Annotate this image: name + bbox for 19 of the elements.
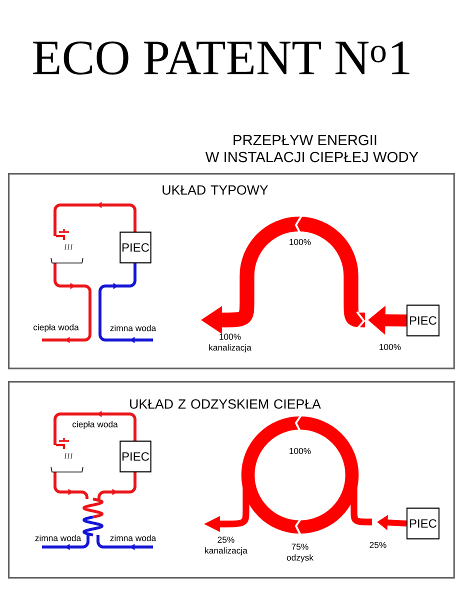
text-label: 100% [290,238,311,246]
furnace-box: PIEC [120,232,152,264]
text-label: 25% [370,542,386,548]
text-label: W INSTALACJI CIEPŁEJ WODY [205,152,418,162]
text-label: ciepła woda [34,324,79,332]
text-label: 25% kanalizacja [205,536,248,556]
text-label: 75% odzysk [286,544,314,562]
text-label: 100% [290,448,311,454]
text-label: 100% [380,344,401,350]
title: ECO PATENT N$^{o}$1 [33,41,410,75]
text-label: 100% kanalizacja [209,334,252,352]
furnace-box: PIEC [406,304,440,336]
text-label: PRZEPŁYW ENERGII [234,134,376,146]
text-label: ciepła woda [72,420,118,430]
text-label: zimna woda [110,324,156,332]
text-label: zimna woda [35,534,82,542]
furnace-box: PIEC [406,508,440,540]
furnace-box: PIEC [120,440,152,472]
text-label: zimna woda [110,534,156,542]
